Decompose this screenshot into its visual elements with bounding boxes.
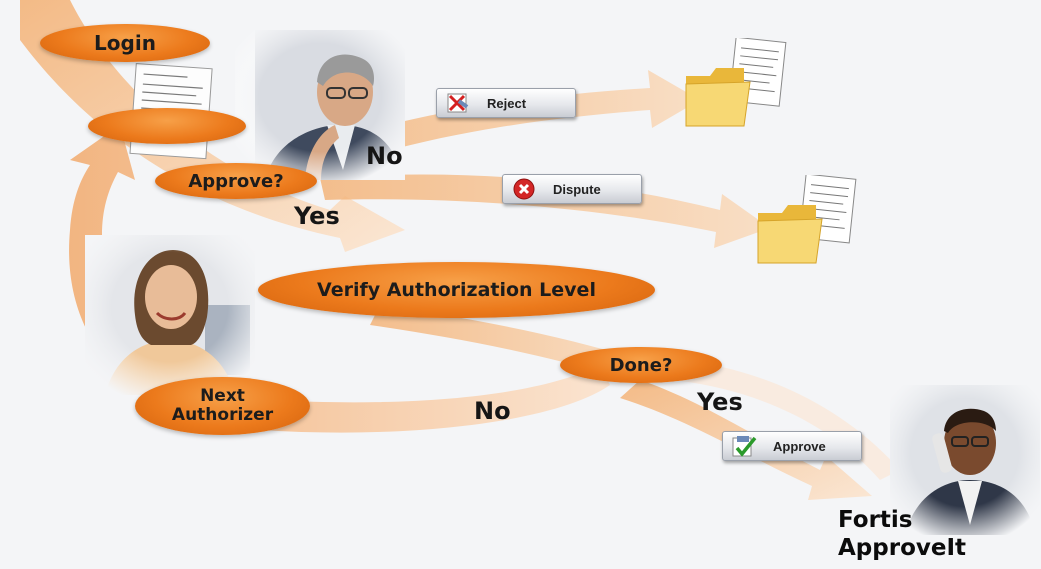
arrow-login-to-yes	[20, 0, 405, 252]
reject-button[interactable]: Reject	[436, 88, 576, 118]
next-authorizer-line2: Authorizer	[171, 405, 274, 425]
woman-smiling-image	[85, 235, 255, 395]
login-label: Login	[94, 31, 156, 55]
done-question-node: Done?	[560, 347, 722, 383]
login-node: Login	[40, 24, 210, 62]
dispute-button[interactable]: Dispute	[502, 174, 642, 204]
approve-question-label: Approve?	[188, 170, 284, 192]
next-authorizer-node: Next Authorizer	[135, 377, 310, 435]
brand-line2: ApproveIt	[838, 535, 967, 561]
man-thinking-image	[235, 30, 405, 180]
approve-question-node: Approve?	[155, 163, 317, 199]
approve-button[interactable]: Approve	[722, 431, 862, 461]
blank-node	[88, 108, 246, 144]
folder-reject-icon	[685, 38, 787, 127]
arrow-loop-back	[69, 125, 610, 433]
next-authorizer-line1: Next	[200, 386, 245, 406]
reject-label: Reject	[487, 95, 527, 111]
done-question-label: Done?	[609, 354, 673, 376]
man-on-phone-image	[890, 385, 1040, 535]
dispute-label: Dispute	[553, 181, 601, 197]
brand-line1: Fortis	[838, 507, 913, 533]
folder-dispute-icon	[757, 175, 857, 264]
approve-icon	[729, 432, 759, 460]
reject-icon	[443, 89, 473, 117]
no-label-top: No	[366, 142, 403, 170]
arrow-to-dispute	[320, 174, 770, 248]
dispute-icon	[509, 175, 539, 203]
brand-name: Fortis ApproveIt	[838, 506, 966, 562]
verify-authorization-label: Verify Authorization Level	[317, 279, 596, 301]
arrow-to-reject	[300, 70, 700, 175]
yes-label-bottom: Yes	[697, 388, 743, 416]
yes-label-top: Yes	[294, 202, 340, 230]
approve-label: Approve	[773, 438, 826, 454]
no-label-bottom: No	[474, 397, 511, 425]
verify-authorization-node: Verify Authorization Level	[258, 262, 655, 318]
